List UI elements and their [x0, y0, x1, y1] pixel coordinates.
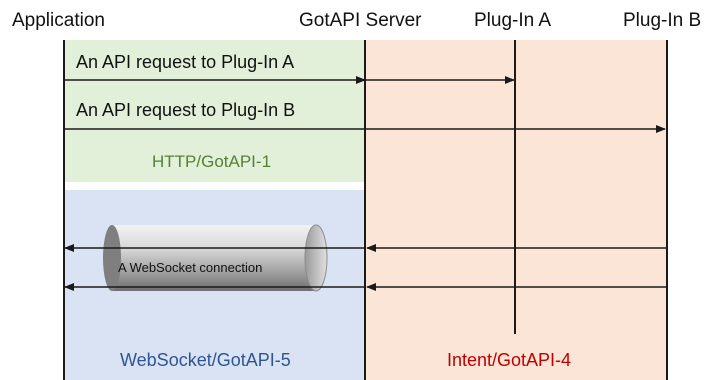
- application-header: Application: [12, 10, 105, 31]
- plugin-a-lifeline: [514, 40, 516, 334]
- intent-zone: [365, 40, 668, 380]
- websocket-protocol-label: WebSocket/GotAPI-5: [120, 350, 291, 370]
- server-lifeline: [364, 40, 366, 380]
- application-lifeline: [63, 40, 65, 380]
- websocket-cylinder: [103, 224, 328, 292]
- plugin-a-header: Plug-In A: [474, 10, 552, 31]
- websocket-label: A WebSocket connection: [118, 260, 263, 275]
- plugin-b-lifeline: [666, 40, 668, 380]
- http-zone: [64, 40, 365, 182]
- http-protocol-label: HTTP/GotAPI-1: [152, 152, 272, 171]
- plugin-b-header: Plug-In B: [623, 10, 702, 31]
- request-a-label: An API request to Plug-In A: [76, 52, 295, 72]
- intent-protocol-label: Intent/GotAPI-4: [447, 350, 572, 370]
- server-header: GotAPI Server: [299, 10, 422, 31]
- request-b-label: An API request to Plug-In B: [76, 100, 296, 120]
